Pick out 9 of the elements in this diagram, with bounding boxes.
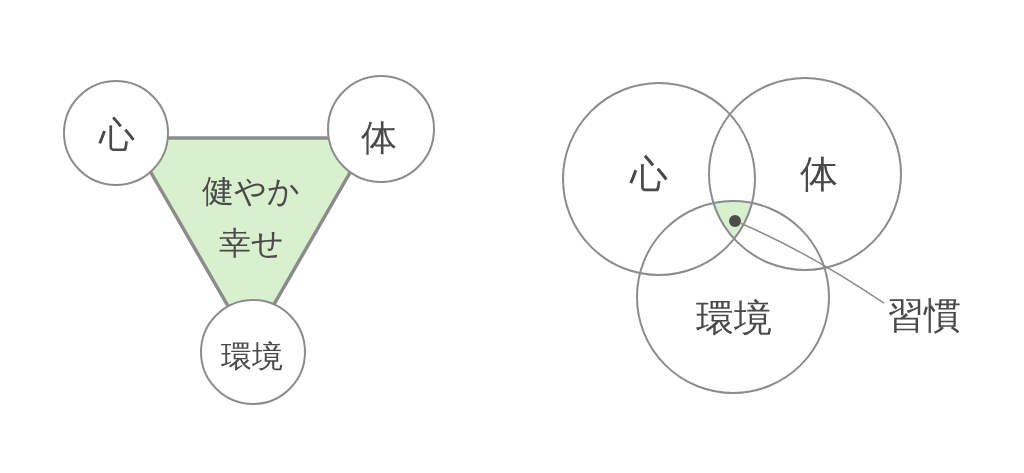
callout-label: 習慣 bbox=[884, 296, 964, 336]
node-label: 体 bbox=[800, 154, 838, 196]
node-label: 心 bbox=[630, 154, 668, 196]
leader-line bbox=[739, 222, 885, 304]
node-label: 心 bbox=[99, 115, 135, 155]
node-label: 体 bbox=[361, 118, 397, 158]
node-label: 環境 bbox=[696, 298, 772, 340]
node-label: 環境 bbox=[221, 338, 283, 374]
node-label: 健やか幸せ bbox=[201, 170, 302, 264]
